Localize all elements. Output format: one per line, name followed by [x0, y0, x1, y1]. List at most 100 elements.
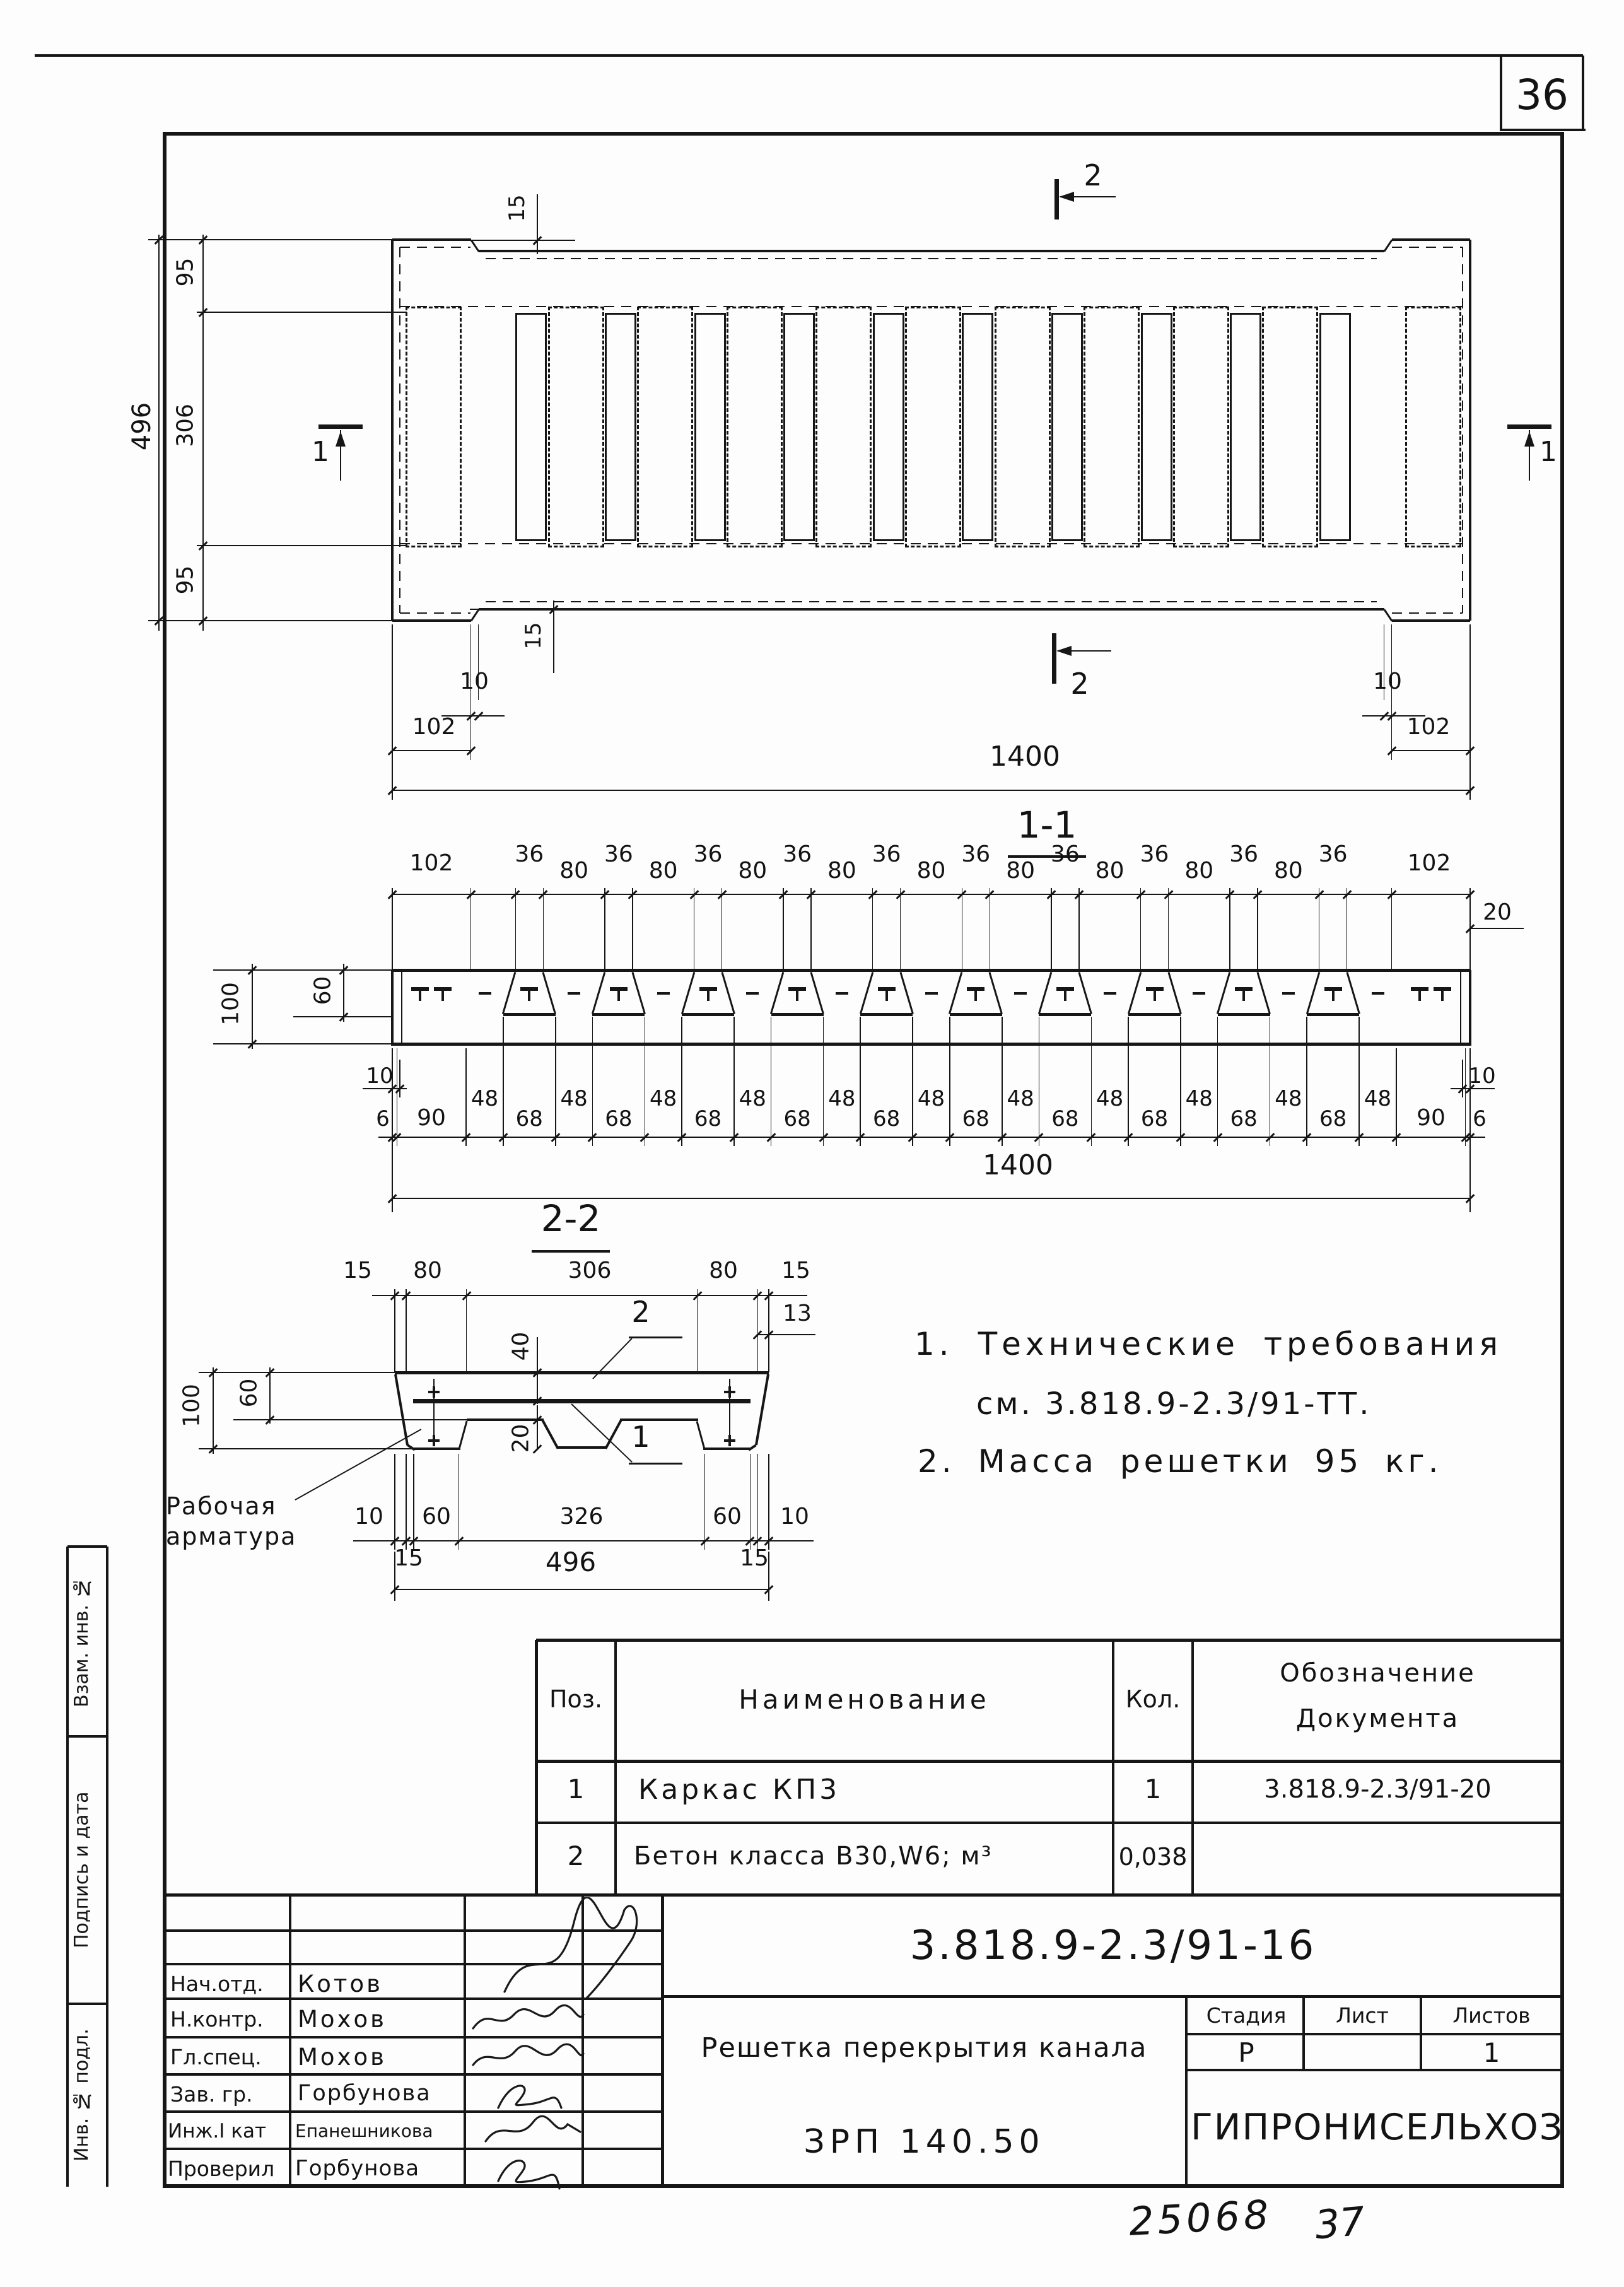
dim-label: 68	[1319, 1106, 1347, 1132]
title-underline	[1008, 855, 1086, 858]
dim-label: 102	[409, 850, 453, 877]
ext-line	[899, 888, 901, 970]
dim-label: 36	[1318, 841, 1348, 868]
frame	[1560, 134, 1564, 2188]
sec1-slot-floor	[771, 1012, 824, 1016]
ext-line	[458, 1454, 460, 1550]
page-number: 36	[1516, 71, 1569, 119]
sec1-outline	[1459, 972, 1462, 1044]
ext-line	[1128, 1017, 1129, 1146]
sec2-outline	[458, 1420, 468, 1449]
dim-label: 20	[1483, 899, 1512, 926]
ext-line	[542, 888, 544, 970]
sec1-slot-floor	[949, 1012, 1002, 1016]
dim-label: 68	[515, 1106, 543, 1132]
ext-line	[503, 1017, 504, 1146]
rebar-dash	[1014, 992, 1027, 995]
stirrup	[728, 1379, 731, 1446]
sec1-slot-floor	[1039, 1012, 1092, 1016]
titleblock-border	[165, 2148, 662, 2150]
dim-label: 68	[962, 1106, 990, 1132]
dim-label: 36	[961, 841, 991, 868]
section-mark-label: 1	[1539, 436, 1557, 469]
rebar-anchor	[706, 991, 710, 1001]
ext-line	[604, 888, 605, 970]
rebar-anchor	[967, 987, 985, 991]
ext-line	[721, 888, 723, 970]
ext-line	[148, 239, 404, 240]
dashed-line	[399, 247, 401, 613]
section-mark-1	[1528, 430, 1531, 481]
plan-outline	[470, 609, 479, 621]
table-row2-name: Бетон класса В30,W6; м³	[634, 1842, 993, 1871]
section-mark-1	[339, 430, 342, 481]
titleblock-border	[1186, 2069, 1562, 2071]
organization: ГИПРОНИСЕЛЬХОЗ	[1191, 2107, 1564, 2148]
plan-slot-solid	[1319, 313, 1351, 541]
sec2-outline	[467, 1418, 544, 1421]
sec2-outline	[414, 1448, 460, 1450]
plan-slot-solid	[694, 313, 726, 541]
signature-3	[472, 2043, 585, 2066]
dashed-line	[1392, 246, 1463, 249]
rebar-anchor	[1242, 991, 1246, 1001]
dim-line	[1362, 715, 1425, 717]
dim-label: 36	[515, 841, 544, 868]
dim-label: 15	[781, 1258, 810, 1284]
sec1-outline	[392, 968, 1470, 972]
signer-role-3: Гл.спец.	[170, 2045, 262, 2069]
rebar-dash	[568, 992, 581, 995]
rebar-anchor	[1331, 991, 1335, 1001]
page-box	[1500, 56, 1502, 131]
table-row1-name: Каркас КП3	[638, 1774, 841, 1806]
leader-label: 2	[631, 1294, 650, 1329]
leader-shelf	[629, 1462, 682, 1465]
table-row2-qty: 0,038	[1118, 1843, 1188, 1871]
signer-name-4: Горбунова	[298, 2081, 431, 2106]
rebar-anchor	[788, 987, 807, 991]
plan-outline	[391, 240, 394, 621]
dim-label: 306	[172, 404, 199, 447]
arrow-up-icon	[336, 431, 346, 447]
sheets-value: 1	[1483, 2037, 1500, 2068]
note-1: 1. Технические требования	[914, 1326, 1503, 1362]
plan-outline	[1391, 238, 1470, 241]
sec1-slot	[1346, 971, 1360, 1014]
top-margin-line	[35, 54, 1583, 57]
table-border	[1112, 1640, 1114, 1895]
dim-label: 80	[916, 858, 946, 884]
plan-slot-dashed	[1172, 307, 1229, 547]
signer-role-4: Зав. гр.	[170, 2082, 253, 2107]
plan-slot-solid	[783, 313, 815, 541]
titleblock-border	[1302, 1996, 1305, 2070]
ext-line	[1257, 888, 1258, 970]
dim-label: 36	[1050, 841, 1080, 868]
ext-line	[592, 1017, 593, 1146]
ext-line	[949, 1017, 950, 1146]
sec2-outline	[395, 1371, 769, 1374]
sec1-slot	[502, 971, 517, 1014]
ext-line	[477, 624, 479, 700]
dim-label: 80	[709, 1258, 738, 1284]
frame	[163, 132, 1564, 136]
dim-label: 80	[559, 858, 588, 884]
plan-slot-solid	[1230, 313, 1262, 541]
rebar-anchor	[617, 991, 620, 1001]
sec2-outline	[755, 1374, 769, 1446]
rebar-dash	[657, 992, 670, 995]
rebar-anchor	[1418, 991, 1421, 1001]
dim-line	[1391, 750, 1470, 751]
arrow-left-icon	[1059, 192, 1074, 202]
dim-label: 10	[460, 669, 489, 695]
sec1-slot	[859, 971, 874, 1014]
sec1-outline	[391, 970, 394, 1046]
dim-label: 68	[1230, 1106, 1258, 1132]
dashed-line	[400, 612, 470, 614]
ext-line	[470, 888, 472, 970]
rebar-anchor	[1235, 987, 1253, 991]
plan-slot-dashed	[994, 307, 1051, 547]
signer-name-6: Горбунова	[295, 2156, 420, 2181]
dim-label: 48	[917, 1085, 945, 1111]
dim-label: 15	[505, 194, 530, 222]
ext-line	[1396, 1048, 1397, 1146]
